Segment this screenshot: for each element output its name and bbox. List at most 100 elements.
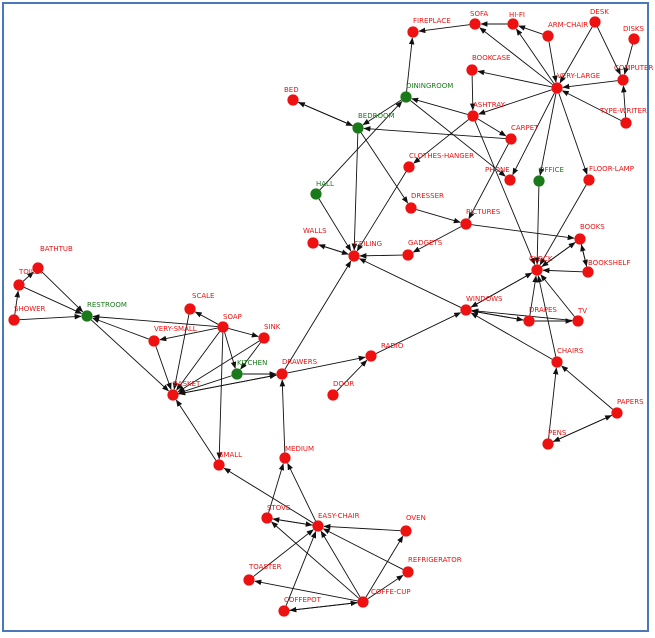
node-clothes-hanger[interactable] xyxy=(403,161,415,173)
node-drawers[interactable] xyxy=(276,368,288,380)
edge-very-small-to-basket xyxy=(155,346,172,390)
edge-soap-to-sink xyxy=(228,328,259,338)
edge-bookshelf-to-books xyxy=(580,244,588,267)
edge-very-small-to-restroom xyxy=(92,317,149,340)
node-sofa[interactable] xyxy=(469,18,481,30)
node-carpet[interactable] xyxy=(505,133,517,145)
node-label-ceiling: CEILING xyxy=(354,240,382,248)
node-sink[interactable] xyxy=(258,332,270,344)
node-label-carpet: CARPET xyxy=(511,124,539,132)
edge-carpet-to-bedroom xyxy=(363,126,506,140)
edge-coffepot-to-coffe-cup xyxy=(289,600,358,611)
node-gadgets[interactable] xyxy=(402,249,414,261)
node-bookshelf[interactable] xyxy=(582,266,594,278)
edge-coffe-cup-to-oven xyxy=(365,535,404,598)
node-bed[interactable] xyxy=(287,94,299,106)
node-desk[interactable] xyxy=(589,16,601,28)
node-soap[interactable] xyxy=(217,321,229,333)
node-bookcase[interactable] xyxy=(466,64,478,76)
edge-soap-to-kitchen xyxy=(224,332,237,369)
node-label-bedroom: BEDROOM xyxy=(358,112,395,120)
node-shower[interactable] xyxy=(8,314,20,326)
edge-tv-to-clock xyxy=(540,274,575,317)
node-walls[interactable] xyxy=(307,237,319,249)
node-label-pictures: PICTURES xyxy=(466,208,501,216)
edge-floor-lamp-to-clock xyxy=(539,184,587,266)
edge-ashtray-to-diningroom xyxy=(411,97,468,115)
node-label-books: BOOKS xyxy=(580,223,605,231)
node-kitchen[interactable] xyxy=(231,368,243,380)
node-label-sofa: SOFA xyxy=(470,10,488,18)
node-ceiling[interactable] xyxy=(348,250,360,262)
node-books[interactable] xyxy=(574,233,586,245)
node-label-hi-fi: HI-FI xyxy=(509,11,525,19)
node-computer[interactable] xyxy=(617,74,629,86)
edge-scale-to-basket xyxy=(172,314,190,390)
node-easy-chair[interactable] xyxy=(312,520,324,532)
node-floor-lamp[interactable] xyxy=(583,174,595,186)
edge-soap-to-small xyxy=(216,332,224,460)
node-tv[interactable] xyxy=(572,315,584,327)
edge-bookcase-to-ashtray xyxy=(469,75,476,111)
node-label-ashtray: ASHTRAY xyxy=(473,101,506,109)
edge-medium-to-drawers xyxy=(279,379,286,453)
node-label-fireplace: FIREPLACE xyxy=(413,17,451,25)
edge-papers-to-chairs xyxy=(561,365,614,410)
edge-carpet-to-pictures xyxy=(468,143,509,220)
node-restroom[interactable] xyxy=(81,310,93,322)
node-radio[interactable] xyxy=(365,350,377,362)
node-small[interactable] xyxy=(213,459,225,471)
node-type-writer[interactable] xyxy=(620,117,632,129)
node-hall[interactable] xyxy=(310,188,322,200)
node-toilet[interactable] xyxy=(13,279,25,291)
node-bathtub[interactable] xyxy=(32,262,44,274)
node-oven[interactable] xyxy=(400,525,412,537)
node-label-small: SMALL xyxy=(219,451,242,459)
node-bedroom[interactable] xyxy=(352,122,364,134)
node-scale[interactable] xyxy=(184,303,196,315)
node-basket[interactable] xyxy=(167,389,179,401)
node-dresser[interactable] xyxy=(405,202,417,214)
node-ashtray[interactable] xyxy=(467,110,479,122)
node-arm-chair[interactable] xyxy=(542,30,554,42)
node-coffe-cup[interactable] xyxy=(357,596,369,608)
node-papers[interactable] xyxy=(611,407,623,419)
node-medium[interactable] xyxy=(279,452,291,464)
node-door[interactable] xyxy=(327,389,339,401)
node-phone[interactable] xyxy=(504,174,516,186)
edge-coffe-cup-to-refrigerator xyxy=(367,574,404,600)
node-label-clock: CLOCK xyxy=(529,255,553,263)
edge-papers-to-pens xyxy=(552,414,613,442)
node-label-soap: SOAP xyxy=(223,313,242,321)
node-fireplace[interactable] xyxy=(407,26,419,38)
node-pens[interactable] xyxy=(542,438,554,450)
edge-easy-chair-to-small xyxy=(223,467,314,524)
edge-desk-to-very-large xyxy=(559,26,593,84)
edge-stove-to-easy-chair xyxy=(272,518,313,527)
node-label-bookcase: BOOKCASE xyxy=(472,54,510,62)
node-clock[interactable] xyxy=(531,264,543,276)
node-windows[interactable] xyxy=(460,304,472,316)
node-chairs[interactable] xyxy=(551,356,563,368)
edge-coffe-cup-to-toaster xyxy=(254,579,358,602)
node-hi-fi[interactable] xyxy=(507,18,519,30)
node-stove[interactable] xyxy=(261,512,273,524)
node-very-large[interactable] xyxy=(551,82,563,94)
node-refrigerator[interactable] xyxy=(402,566,414,578)
node-coffepot[interactable] xyxy=(278,605,290,617)
node-pictures[interactable] xyxy=(460,218,472,230)
node-label-toilet: TOILET xyxy=(18,268,44,276)
edge-very-large-to-office xyxy=(538,93,557,176)
node-diningroom[interactable] xyxy=(400,91,412,103)
node-label-easy-chair: EASY-CHAIR xyxy=(318,512,360,520)
node-drapes[interactable] xyxy=(523,315,535,327)
node-disks[interactable] xyxy=(628,33,640,45)
node-office[interactable] xyxy=(533,175,545,187)
edge-coffepot-to-easy-chair xyxy=(285,531,317,606)
node-very-small[interactable] xyxy=(148,335,160,347)
edge-door-to-radio xyxy=(336,359,368,392)
node-toaster[interactable] xyxy=(243,574,255,586)
edge-easy-chair-to-medium xyxy=(287,462,316,522)
edge-pictures-to-gadgets xyxy=(412,226,462,253)
edge-clothes-hanger-to-ceiling xyxy=(356,171,407,252)
